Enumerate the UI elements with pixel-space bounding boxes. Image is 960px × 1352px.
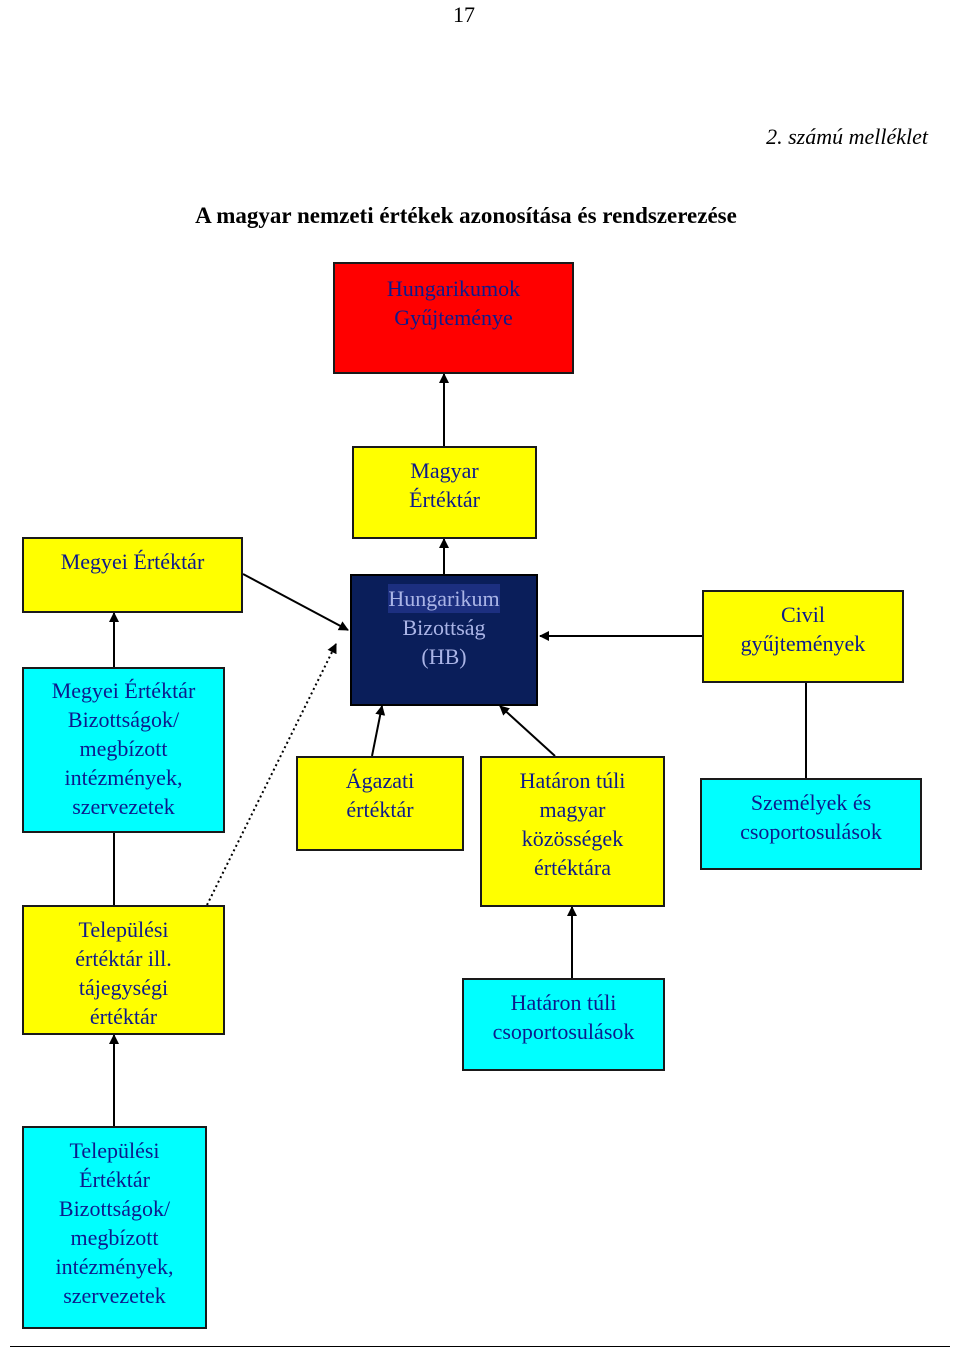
box-text-line: Bizottságok/ [58,1196,171,1221]
box-text-line: Megyei Értéktár [51,678,196,703]
box-text-line: értéktár [346,797,414,822]
box-text-line: Települési [78,917,169,942]
box-text-line: közösségek [521,826,624,851]
box-text-line: Hungarikumok [386,276,521,301]
box-text-line: Határon túli [510,990,617,1015]
arrow-hataron-to-hb [499,705,556,757]
box-text-line: szervezetek [63,1283,166,1308]
box-text-line: értéktára [534,855,611,880]
box-telepulesi-bizottsagok: Települési Értéktár Bizottságok/ megbízo… [22,1126,207,1329]
box-text-line: Határon túli [519,768,626,793]
box-agazati-ertektar: Ágazati értéktár [296,756,464,851]
box-hataron-tuli-csoportosulasok: Határon túli csoportosulások [462,978,665,1071]
box-magyar-ertektar: Magyar Értéktár [352,446,537,539]
box-text-line: Személyek és [750,790,872,815]
box-text-line: Gyűjteménye [394,305,513,330]
dotted-arrow-telepulesi-to-hb [206,643,337,906]
box-text-line: megbízott [79,736,168,761]
page-number: 17 [453,2,475,27]
box-text-line: Magyar [410,458,479,483]
box-text-line: Civil [780,602,825,627]
box-megyei-bizottsagok: Megyei Értéktár Bizottságok/ megbízott i… [22,667,225,833]
page-bottom-rule [10,1346,950,1347]
box-text-line: Ágazati [345,768,415,793]
box-text-line: értéktár ill. [75,946,172,971]
box-text-line: tájegységi [78,975,169,1000]
annex-label: 2. számú melléklet [766,124,928,149]
box-text-line: szervezetek [72,794,175,819]
box-hungarikum-bizottsag: Hungarikum Bizottság (HB) [350,574,538,706]
box-text-line: Települési [69,1138,160,1163]
box-text-line: Értéktár [79,1167,150,1192]
box-text-line: intézmények, [64,765,183,790]
arrow-agazati-to-hb [371,705,386,757]
box-civil-gyujtemenyek: Civil gyűjtemények [702,590,904,683]
box-text-line: (HB) [421,644,467,669]
box-text-line: magyar [539,797,606,822]
box-text-line: értéktár [89,1004,158,1029]
box-text-line: intézmények, [55,1254,174,1279]
box-szemelyek-es-csoportosulasok: Személyek és csoportosulások [700,778,922,870]
box-text-line: csoportosulások [492,1019,635,1044]
arrow-megyei-to-hb [242,573,349,631]
box-telepulesi-ertektar: Települési értéktár ill. tájegységi érté… [22,905,225,1035]
box-text-line: Hungarikum [388,584,500,613]
box-text-line: csoportosulások [740,819,882,844]
box-text-line: Megyei Értéktár [60,549,205,574]
box-text-line: gyűjtemények [740,631,866,656]
diagram-title: A magyar nemzeti értékek azonosítása és … [195,203,737,228]
box-megyei-ertektar: Megyei Értéktár [22,537,243,613]
box-text-line: Bizottságok/ [67,707,180,732]
box-text-line: Bizottság [402,615,486,640]
box-hataron-tuli-kozossegek: Határon túli magyar közösségek értéktára [480,756,665,907]
box-hungarikumok-gyujtemenye: Hungarikumok Gyűjteménye [333,262,574,374]
box-text-line: megbízott [70,1225,159,1250]
box-text-line: Értéktár [409,487,480,512]
